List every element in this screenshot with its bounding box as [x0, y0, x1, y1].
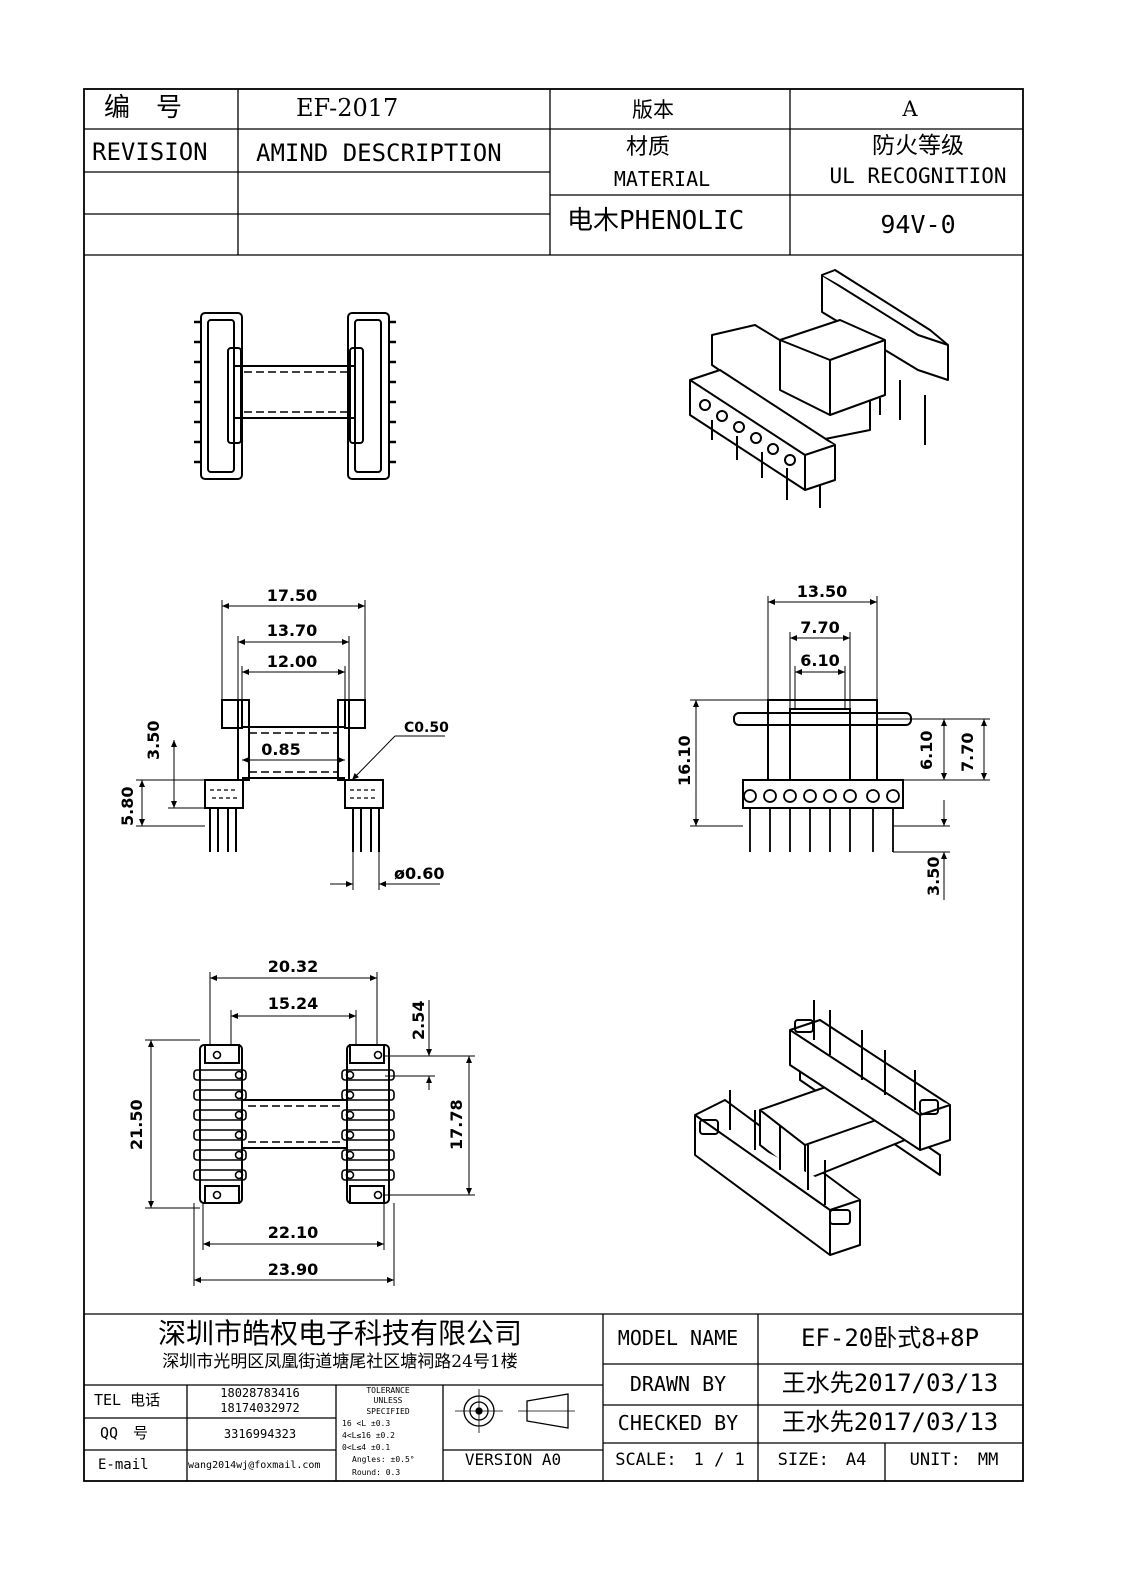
tolerance-title: TOLERANCE — [366, 1386, 410, 1395]
number-label: 编 号 — [104, 93, 183, 123]
dim-label: 13.70 — [266, 621, 318, 640]
tolerance-line: UNLESS — [373, 1396, 403, 1405]
unit-field: UNIT: MM — [909, 1450, 999, 1470]
dim-label: 17.78 — [447, 1099, 466, 1150]
scale-field: SCALE: 1 / 1 — [615, 1450, 745, 1470]
dim-label: 16.10 — [675, 735, 694, 786]
side-view-dimensions — [136, 600, 445, 890]
dim-label: ø0.60 — [394, 864, 445, 883]
dim-label: 20.32 — [267, 957, 319, 976]
company-address: 深圳市光明区凤凰街道塘尾社区塘祠路24号1楼 — [162, 1352, 518, 1372]
tel-value-2: 18174032972 — [220, 1401, 300, 1415]
material-en-label: MATERIAL — [613, 167, 711, 191]
dim-label: 21.50 — [127, 1099, 146, 1150]
size-field: SIZE: A4 — [777, 1450, 867, 1470]
fire-rating-cn-label: 防火等级 — [872, 133, 964, 159]
top-view — [194, 312, 396, 480]
tolerance-line: 16 <L ±0.3 — [342, 1419, 391, 1428]
number-value: EF-2017 — [296, 94, 399, 122]
dim-label: 3.50 — [924, 856, 943, 896]
bottom-view — [193, 1044, 395, 1204]
isometric-view-top — [689, 269, 949, 508]
drawn-by-value: 王水先2017/03/13 — [781, 1369, 999, 1397]
dim-label: 23.90 — [267, 1260, 319, 1279]
dim-label: 0.85 — [261, 740, 301, 759]
front-view-dimensions — [690, 596, 990, 900]
side-view — [204, 699, 384, 852]
fire-rating-value: 94V-0 — [880, 210, 956, 239]
dim-label: 12.00 — [266, 652, 318, 671]
dim-label: 6.10 — [800, 651, 840, 670]
email-value: wang2014wj@foxmail.com — [188, 1460, 321, 1471]
tolerance-line: 0<L≤4 ±0.1 — [342, 1443, 391, 1452]
company-name: 深圳市皓权电子科技有限公司 — [157, 1317, 523, 1350]
projection-symbol — [455, 1389, 575, 1433]
checked-by-label: CHECKED BY — [617, 1411, 739, 1435]
dim-label: 5.80 — [118, 786, 137, 826]
isometric-view-bottom — [694, 1000, 951, 1256]
fire-rating-en-label: UL RECOGNITION — [829, 164, 1007, 188]
dim-label: 7.70 — [958, 732, 977, 772]
version-value: A — [902, 97, 918, 121]
dim-label: 2.54 — [409, 1000, 428, 1040]
material-value: 电木PHENOLIC — [567, 206, 745, 236]
tel-value-1: 18028783416 — [220, 1386, 300, 1400]
revision-label: REVISION — [92, 138, 208, 166]
qq-label: QQ 号 — [100, 1424, 149, 1442]
drawn-by-label: DRAWN BY — [629, 1372, 727, 1396]
version-label: 版本 — [632, 98, 674, 122]
dim-label: 6.10 — [917, 730, 936, 770]
bottom-view-dimensions — [145, 972, 475, 1286]
qq-value: 3316994323 — [223, 1427, 297, 1441]
dim-label: 15.24 — [267, 994, 319, 1013]
tolerance-line: 4<L≤16 ±0.2 — [342, 1431, 395, 1440]
tolerance-line: Angles: ±0.5° — [352, 1455, 415, 1464]
amend-description-label: AMIND DESCRIPTION — [256, 139, 502, 167]
tel-label: TEL 电话 — [94, 1391, 161, 1409]
tolerance-line: SPECIFIED — [366, 1407, 410, 1416]
dim-label: 22.10 — [267, 1223, 319, 1242]
email-label: E-mail — [98, 1457, 149, 1473]
dim-label: 3.50 — [144, 720, 163, 760]
front-view — [733, 699, 912, 852]
dim-label: 17.50 — [266, 586, 318, 605]
checked-by-value: 王水先2017/03/13 — [781, 1408, 999, 1436]
model-name-value: EF-20卧式8+8P — [800, 1324, 980, 1352]
dim-label: C0.50 — [404, 720, 449, 736]
dim-label: 13.50 — [796, 582, 848, 601]
tolerance-line: Round: 0.3 — [352, 1468, 401, 1477]
version-block: VERSION A0 — [464, 1450, 562, 1469]
dim-label: 7.70 — [800, 618, 840, 637]
model-name-label: MODEL NAME — [617, 1326, 739, 1350]
material-cn-label: 材质 — [625, 135, 671, 160]
